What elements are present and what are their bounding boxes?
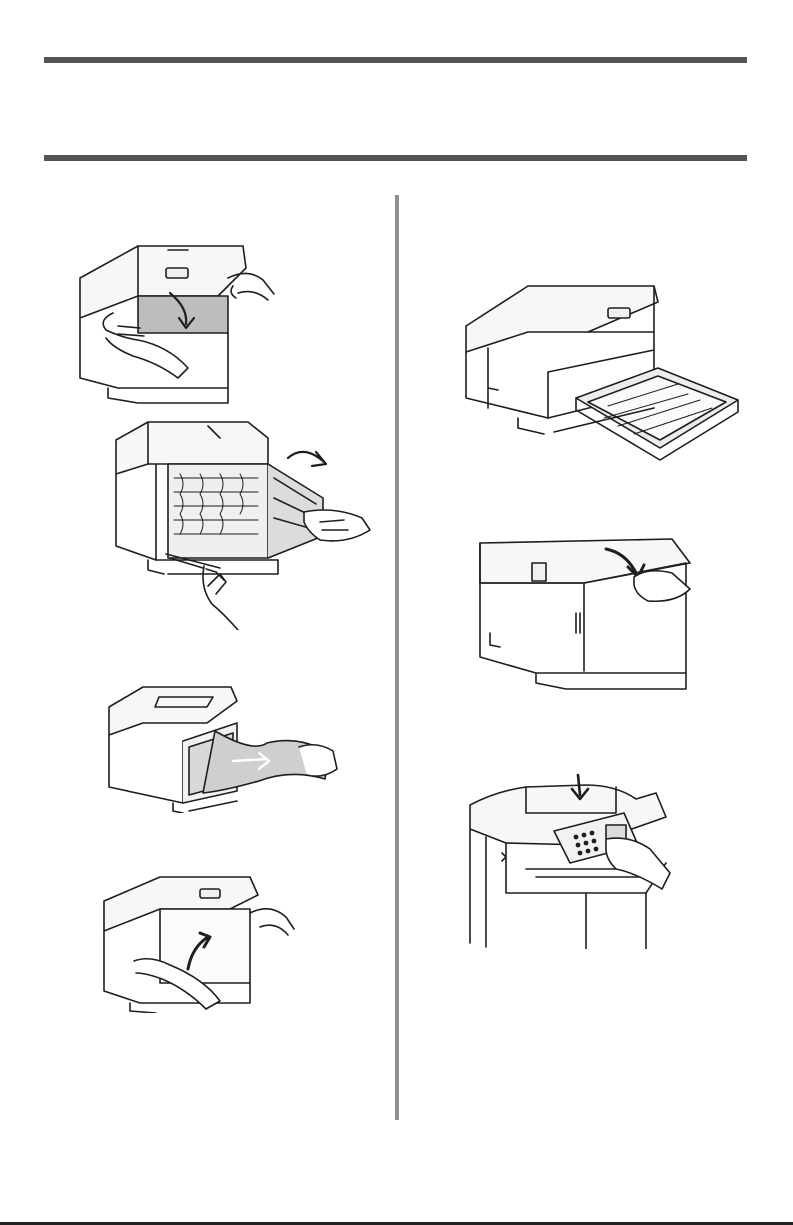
figure-pull-out-paper-tray: [458, 268, 742, 464]
figure-open-front-cover: [78, 238, 276, 408]
column-divider: [395, 195, 399, 1120]
header-rule-top: [44, 57, 747, 63]
figure-remove-jammed-paper: [103, 683, 339, 813]
figure-press-panel-button: [466, 773, 678, 949]
figure-close-top-cover: [476, 533, 694, 695]
figure-close-front-cover: [100, 873, 296, 1013]
figure-lift-jam-release: [108, 418, 374, 630]
header-rule-bottom: [44, 155, 747, 161]
